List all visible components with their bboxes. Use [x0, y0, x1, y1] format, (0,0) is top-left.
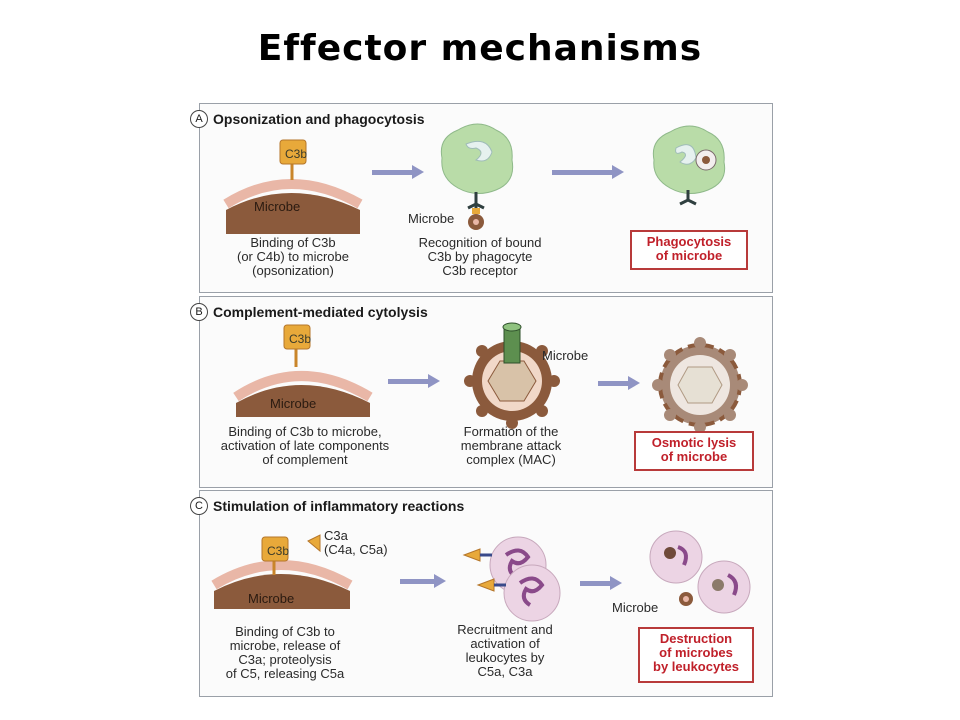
microbe-with-c3b-icon [223, 139, 363, 234]
arrow-icon [372, 165, 424, 179]
c3b-tag: C3b [267, 544, 290, 558]
mac-microbe-icon [464, 322, 560, 429]
panel-heading: C Stimulation of inflammatory reactions [190, 497, 465, 515]
lysed-microbe-icon [652, 337, 748, 433]
panel-letter-badge: B [190, 303, 208, 321]
c3b-tag: C3b [289, 332, 312, 346]
result-phagocytosis: Phagocytosis of microbe [630, 230, 748, 270]
caption-binding: Binding of C3b (or C4b) to microbe (opso… [237, 235, 349, 278]
result-osmotic-lysis: Osmotic lysis of microbe [634, 431, 754, 471]
panel-heading-text: Stimulation of inflammatory reactions [213, 498, 465, 514]
microbe-pointer-label: Microbe [408, 211, 455, 226]
c3b-tag: C3b [285, 147, 308, 161]
microbe-pointer-label: Microbe [612, 600, 659, 615]
arrow-icon [388, 374, 440, 388]
microbe-label: Microbe [270, 396, 317, 411]
panel-b-illustration [233, 322, 748, 433]
microbe-pointer-label: Microbe [542, 348, 589, 363]
arrow-icon [400, 574, 446, 588]
microbe-label: Microbe [254, 199, 301, 214]
arrow-icon [552, 165, 624, 179]
caption-binding: Binding of C3b to microbe, release of C3… [225, 624, 345, 681]
panel-heading-text: Opsonization and phagocytosis [213, 111, 425, 127]
panel-c-illustration [211, 530, 751, 622]
panel-cytolysis: B Complement-mediated cytolysis [190, 296, 773, 488]
microbe-with-c3b-icon [233, 324, 373, 417]
caption-recognition: Recognition of bound C3b by phagocyte C3… [418, 235, 542, 278]
microbe-label: Microbe [248, 591, 295, 606]
panel-heading: B Complement-mediated cytolysis [190, 303, 428, 321]
slide-title: Effector mechanisms [257, 28, 703, 69]
result-destruction: Destruction of microbes by leukocytes [638, 627, 754, 683]
leukocyte-icon [462, 536, 561, 622]
panel-opsonization: A Opsonization and phagocytosis [190, 103, 773, 293]
caption-recruitment: Recruitment and activation of leukocytes… [457, 622, 553, 679]
panel-inflammation: C Stimulation of inflammatory reactions [190, 490, 773, 697]
phagocyte-icon [440, 123, 514, 230]
panel-a-illustration [223, 123, 726, 234]
microbe-with-c3b-icon [211, 534, 353, 609]
caption-binding: Binding of C3b to microbe, activation of… [220, 424, 390, 467]
leukocyte-icon [649, 530, 751, 614]
arrow-icon [580, 576, 622, 590]
panel-heading: A Opsonization and phagocytosis [190, 110, 425, 128]
caption-mac: Formation of the membrane attack complex… [460, 424, 562, 467]
c3a-label: C3a (C4a, C5a) [324, 528, 388, 557]
panel-heading-text: Complement-mediated cytolysis [213, 304, 428, 320]
arrow-icon [598, 376, 640, 390]
panel-letter-badge: C [190, 497, 208, 515]
panel-letter-badge: A [190, 110, 208, 128]
phagocyte-icon [652, 125, 726, 206]
